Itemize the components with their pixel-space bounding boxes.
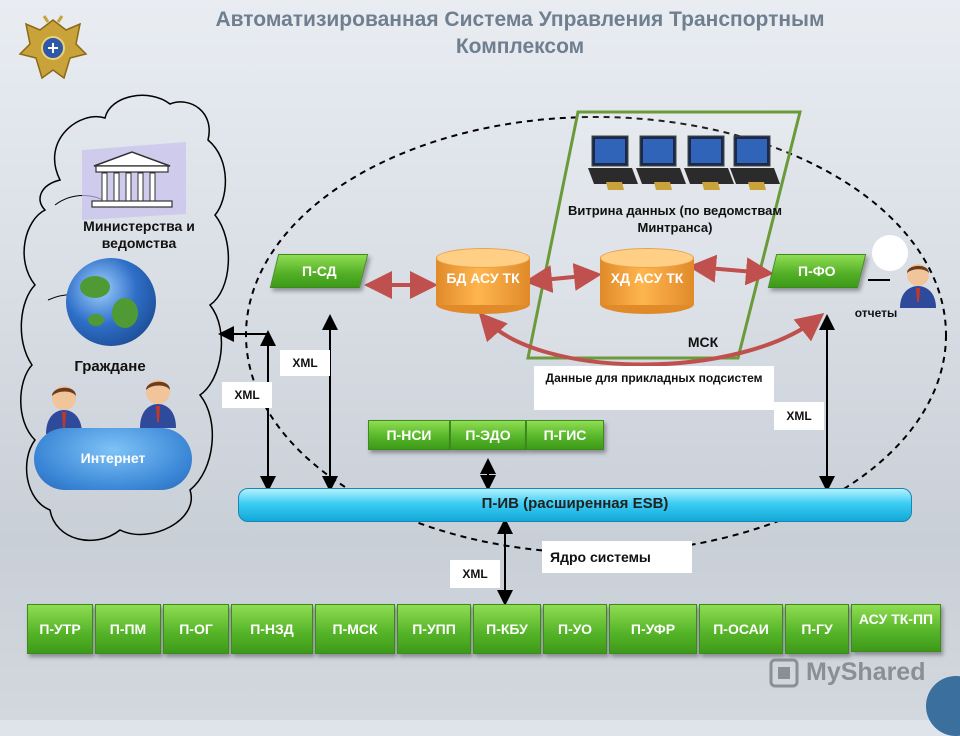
core-label: Ядро системы [542, 541, 692, 573]
background [0, 0, 960, 720]
globe-icon [66, 258, 156, 346]
applied-data-note: Данные для прикладных подсистем [534, 366, 774, 410]
page-title: Автоматизированная Система Управления Тр… [215, 8, 825, 58]
msk-label: МСК [687, 334, 719, 350]
module-p-pm[interactable]: П-ПМ [95, 604, 161, 654]
ministries-label: Министерства и ведомства [83, 218, 195, 251]
ministry-building-icon [82, 142, 186, 220]
xml-label-right: XML [774, 402, 824, 430]
module-p-og[interactable]: П-ОГ [163, 604, 229, 654]
module-p-fo[interactable]: П-ФО [767, 254, 867, 288]
citizen-right-icon [140, 380, 176, 428]
db-bd-asu-tk[interactable]: БД АСУ ТК [436, 248, 530, 314]
module-p-nsi[interactable]: П-НСИ [368, 420, 450, 450]
module-p-msk[interactable]: П-МСК [315, 604, 395, 654]
showcase-label: Витрина данных (по ведомствам Минтранса) [567, 203, 783, 235]
reports-label: отчеты [854, 306, 898, 320]
citizen-left-icon [46, 386, 82, 434]
esb-bus[interactable]: П-ИВ (расширенная ESB) [238, 488, 912, 522]
laptops-icon [588, 135, 780, 190]
module-asu-tk-pp[interactable]: АСУ ТК-ПП [851, 604, 941, 652]
watermark-logo-icon [769, 658, 799, 688]
emblem-logo [18, 15, 88, 80]
module-p-osai[interactable]: П-ОСАИ [699, 604, 783, 654]
module-p-nzd[interactable]: П-НЗД [231, 604, 313, 654]
module-p-gis[interactable]: П-ГИС [526, 420, 604, 450]
left-cloud-outline [20, 94, 230, 542]
db-hd-asu-tk[interactable]: ХД АСУ ТК [600, 248, 694, 314]
module-p-uo[interactable]: П-УО [543, 604, 607, 654]
internet-label: Интернет [80, 450, 146, 466]
module-p-ufr[interactable]: П-УФР [609, 604, 697, 654]
xml-label-bottom: XML [450, 560, 500, 588]
watermark-text: MyShared [806, 658, 926, 686]
report-user-icon [900, 264, 936, 308]
module-p-sd[interactable]: П-СД [269, 254, 369, 288]
xml-label-left: XML [222, 382, 272, 408]
xml-label-sd: XML [280, 350, 330, 376]
citizens-label: Граждане [74, 358, 146, 375]
module-p-edo[interactable]: П-ЭДО [450, 420, 526, 450]
internet-cloud: Интернет [34, 428, 192, 490]
module-p-upp[interactable]: П-УПП [397, 604, 471, 654]
module-p-utr[interactable]: П-УТР [27, 604, 93, 654]
module-p-kbu[interactable]: П-КБУ [473, 604, 541, 654]
module-p-gu[interactable]: П-ГУ [785, 604, 849, 654]
